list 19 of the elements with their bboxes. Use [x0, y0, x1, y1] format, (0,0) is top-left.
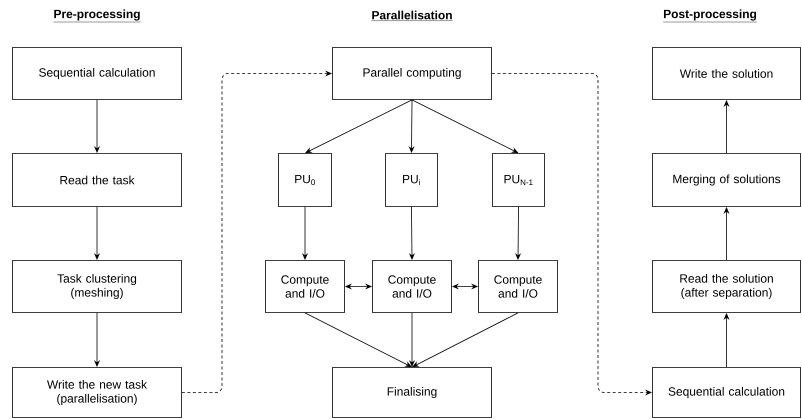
process-box: Read the solution (after separation)	[652, 260, 801, 313]
process-box: Write the solution	[652, 47, 801, 100]
process-box: Parallel computing	[332, 47, 492, 100]
process-box: Read the task	[12, 153, 182, 207]
column-heading: Post-processing	[662, 9, 758, 22]
process-box: Sequential calculation	[12, 47, 182, 100]
process-box: Compute and I/O	[372, 260, 452, 313]
process-box: PU$_{0}$	[278, 153, 332, 207]
process-box: Compute and I/O	[265, 260, 345, 313]
process-box: Task clustering (meshing)	[12, 260, 182, 313]
process-box: PU$_{i}$	[385, 153, 438, 207]
process-box: Finalising	[332, 367, 492, 418]
process-box: Merging of solutions	[652, 153, 801, 207]
process-box: Write the new task (parallelisation)	[12, 367, 182, 418]
process-box: Sequential calculation	[652, 367, 801, 418]
process-box: Compute and I/O	[478, 260, 558, 313]
column-heading: Pre-processing	[53, 9, 141, 22]
column-heading: Parallelisation	[371, 10, 453, 21]
process-box: PU$_{N-1}$	[492, 153, 545, 207]
